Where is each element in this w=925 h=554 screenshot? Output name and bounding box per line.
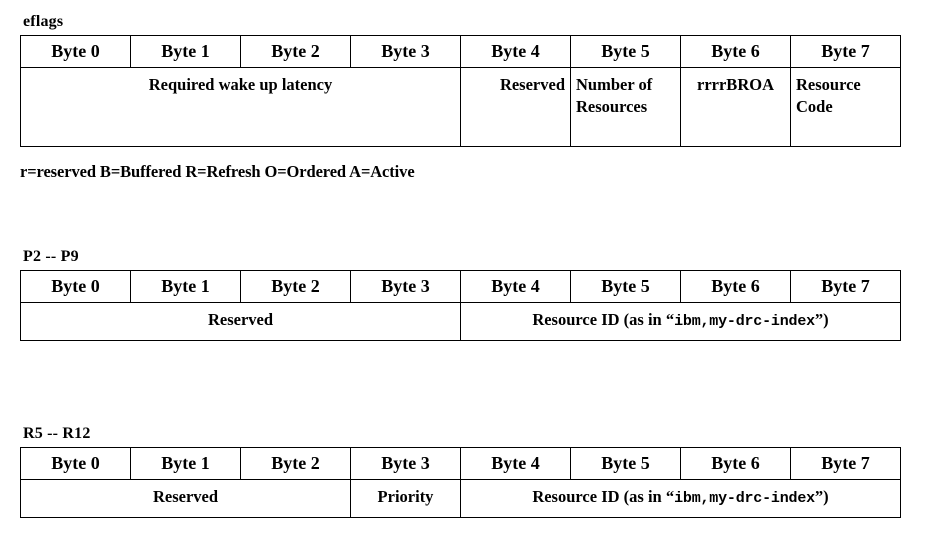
field-required-wake-up-latency: Required wake up latency — [20, 67, 461, 147]
section-eflags: eflags Byte 0 Byte 1 Byte 2 Byte 3 Byte … — [20, 12, 901, 147]
section-label-eflags: eflags — [23, 13, 64, 30]
field-reserved: Reserved — [20, 302, 461, 341]
byte-header-6: Byte 6 — [680, 35, 791, 68]
byte-header-0: Byte 0 — [20, 447, 131, 480]
resource-id-property-name: ibm,my-drc-index — [674, 313, 815, 330]
byte-header-0: Byte 0 — [20, 35, 131, 68]
field-priority: Priority — [350, 479, 461, 518]
byte-header-4: Byte 4 — [460, 447, 571, 480]
byte-header-7: Byte 7 — [790, 270, 901, 303]
byte-header-4: Byte 4 — [460, 270, 571, 303]
section-label-r5-r12: R5 -- R12 — [23, 425, 91, 442]
resource-id-text-before: Resource ID (as in “ — [532, 310, 675, 329]
byte-header-6: Byte 6 — [680, 447, 791, 480]
resource-id-text-after: ”) — [814, 487, 829, 506]
table-body-row: Required wake up latency Reserved Number… — [20, 67, 901, 147]
section-r5-r12: R5 -- R12 Byte 0 Byte 1 Byte 2 Byte 3 By… — [20, 424, 901, 518]
table-body-row: Reserved Resource ID (as in “ibm,my-drc-… — [20, 302, 901, 341]
field-number-of-resources: Number of Resources — [570, 67, 681, 147]
table-header-row: Byte 0 Byte 1 Byte 2 Byte 3 Byte 4 Byte … — [20, 270, 901, 303]
byte-table-p2-p9: Byte 0 Byte 1 Byte 2 Byte 3 Byte 4 Byte … — [20, 270, 901, 341]
field-reserved: Reserved — [460, 67, 571, 147]
section-label-p2-p9: P2 -- P9 — [23, 248, 79, 265]
resource-id-property-name: ibm,my-drc-index — [674, 490, 815, 507]
field-resource-code: Resource Code — [790, 67, 901, 147]
field-flag-bits: rrrrBROA — [680, 67, 791, 147]
byte-header-7: Byte 7 — [790, 35, 901, 68]
byte-header-0: Byte 0 — [20, 270, 131, 303]
byte-header-3: Byte 3 — [350, 35, 461, 68]
byte-header-5: Byte 5 — [570, 270, 681, 303]
byte-table-r5-r12: Byte 0 Byte 1 Byte 2 Byte 3 Byte 4 Byte … — [20, 447, 901, 518]
field-resource-id: Resource ID (as in “ibm,my-drc-index”) — [460, 479, 901, 518]
byte-header-6: Byte 6 — [680, 270, 791, 303]
byte-header-5: Byte 5 — [570, 35, 681, 68]
byte-header-7: Byte 7 — [790, 447, 901, 480]
resource-id-text-before: Resource ID (as in “ — [532, 487, 675, 506]
table-header-row: Byte 0 Byte 1 Byte 2 Byte 3 Byte 4 Byte … — [20, 35, 901, 68]
byte-header-2: Byte 2 — [240, 35, 351, 68]
byte-header-2: Byte 2 — [240, 270, 351, 303]
field-resource-id: Resource ID (as in “ibm,my-drc-index”) — [460, 302, 901, 341]
byte-header-2: Byte 2 — [240, 447, 351, 480]
byte-header-5: Byte 5 — [570, 447, 681, 480]
byte-header-1: Byte 1 — [130, 447, 241, 480]
resource-id-text-after: ”) — [814, 310, 829, 329]
byte-header-3: Byte 3 — [350, 447, 461, 480]
section-p2-p9: P2 -- P9 Byte 0 Byte 1 Byte 2 Byte 3 Byt… — [20, 247, 901, 341]
byte-header-1: Byte 1 — [130, 35, 241, 68]
table-header-row: Byte 0 Byte 1 Byte 2 Byte 3 Byte 4 Byte … — [20, 447, 901, 480]
field-reserved: Reserved — [20, 479, 351, 518]
byte-header-4: Byte 4 — [460, 35, 571, 68]
flag-legend: r=reserved B=Buffered R=Refresh O=Ordere… — [20, 162, 415, 181]
byte-header-3: Byte 3 — [350, 270, 461, 303]
table-body-row: Reserved Priority Resource ID (as in “ib… — [20, 479, 901, 518]
byte-table-eflags: Byte 0 Byte 1 Byte 2 Byte 3 Byte 4 Byte … — [20, 35, 901, 147]
byte-header-1: Byte 1 — [130, 270, 241, 303]
